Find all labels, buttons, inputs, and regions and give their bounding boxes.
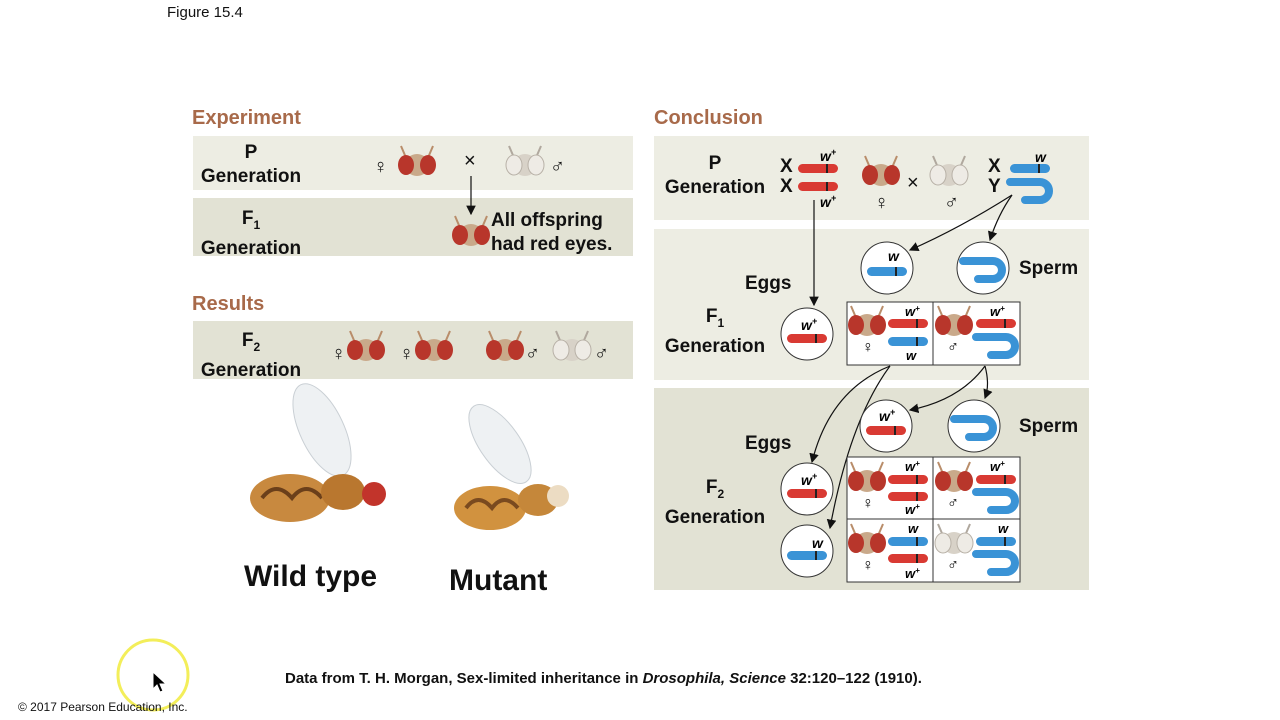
fly-red-eyed-offspring [451,215,491,247]
results-heading: Results [192,293,265,315]
chromosome-y [1010,182,1049,200]
citation: Data from T. H. Morgan, Sex-limited inhe… [285,670,922,687]
svg-text:♂: ♂ [947,495,959,512]
fly-f2-female-2 [414,330,454,362]
fly-f2-male-white [552,330,592,362]
fly-f2-male-red [485,330,525,362]
chromosome-x-w [1010,164,1050,173]
copyright: © 2017 Pearson Education, Inc. [18,700,188,714]
chromosome-x-wplus [798,164,838,173]
sperm-label: Sperm [1019,416,1079,437]
conclusion-heading: Conclusion [654,107,763,129]
fly-white-eyed-male [505,145,545,177]
female-symbol: ♀ [373,156,388,178]
wild-type-fly-image [250,383,386,522]
fly-red-eyed-female [397,145,437,177]
mutant-fly-image [454,404,569,530]
svg-text:♀: ♀ [862,557,874,574]
female-symbol: ♀ [399,343,414,365]
f1-generation-band [193,198,633,256]
fly-f2-female-1 [346,330,386,362]
svg-text:w: w [998,521,1009,536]
offspring-text: All offspring had red eyes. [491,210,613,255]
male-symbol: ♂ [594,343,609,365]
cursor-highlight [116,638,190,712]
svg-text:♂: ♂ [947,339,959,356]
figure-label: Figure 15.4 [167,4,243,21]
svg-text:w: w [888,248,900,264]
svg-text:w: w [1035,149,1047,165]
cross-symbol: × [907,172,919,194]
mutant-label: Mutant [449,564,548,597]
svg-text:w: w [812,535,824,551]
svg-text:♀: ♀ [862,495,874,512]
svg-text:♀: ♀ [862,339,874,356]
svg-text:w+: w+ [820,147,837,164]
eggs-label: Eggs [745,433,792,454]
svg-text:w: w [906,348,917,363]
fly-red-eyed-female [861,155,901,187]
svg-text:w+: w+ [820,193,837,210]
male-symbol: ♂ [525,343,540,365]
female-symbol: ♀ [874,192,889,214]
wild-type-label: Wild type [244,560,378,593]
sperm-label: Sperm [1019,258,1079,279]
svg-text:♂: ♂ [947,557,959,574]
male-symbol: ♂ [944,192,959,214]
eggs-label: Eggs [745,273,792,294]
chromosome-x-wplus [798,182,838,191]
experiment-heading: Experiment [192,107,301,129]
female-symbol: ♀ [331,343,346,365]
male-symbol: ♂ [550,156,565,178]
fly-white-eyed-male [929,155,969,187]
svg-text:w: w [908,521,919,536]
cross-symbol: × [464,150,476,172]
mouse-cursor-icon [152,670,168,693]
